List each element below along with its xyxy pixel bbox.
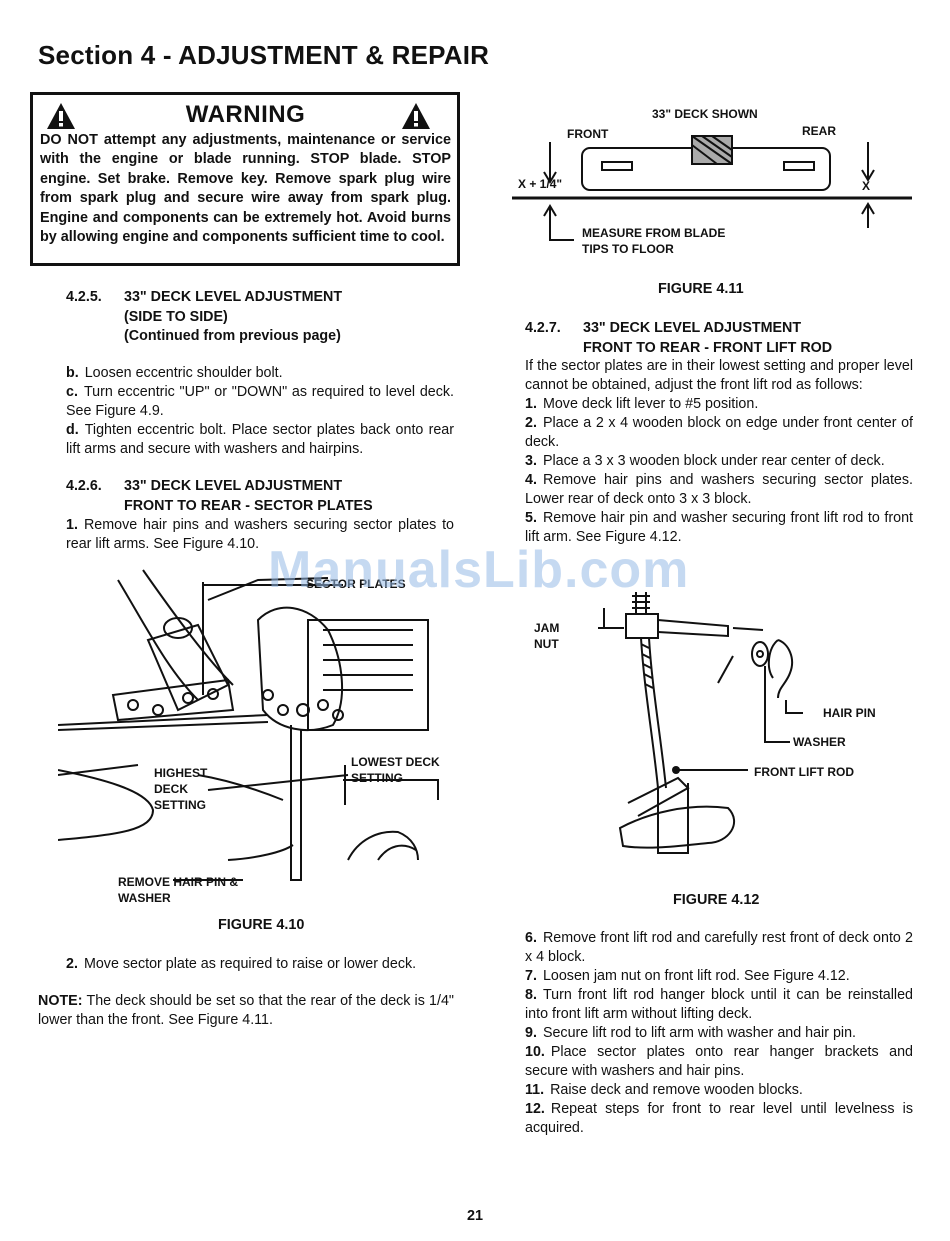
note-label: NOTE: <box>38 993 83 1009</box>
section-4-2-7-intro: If the sector plates are in their lowest… <box>525 358 913 393</box>
section-4-2-7-steps-continued: 6.Remove front lift rod and carefully re… <box>525 929 913 1138</box>
label-jam: JAM <box>534 621 559 635</box>
figure-4-10-caption: FIGURE 4.10 <box>218 917 305 933</box>
note-paragraph: NOTE:The deck should be set so that the … <box>38 992 454 1030</box>
warning-box: WARNING DO NOT attempt any adjustments, … <box>30 92 460 266</box>
step-d: d.Tighten eccentric bolt. Place sector p… <box>66 422 454 457</box>
warning-text: DO NOT attempt any adjustments, maintena… <box>40 132 451 246</box>
warning-triangle-icon <box>47 103 75 129</box>
warning-triangle-icon <box>402 103 430 129</box>
label-remove-washer: WASHER <box>118 891 171 905</box>
label-sector-plates: SECTOR PLATES <box>306 577 406 591</box>
section-number: 4.2.5. <box>66 289 102 305</box>
label-lowest-setting: SETTING <box>351 771 403 785</box>
step-7: 7.Loosen jam nut on front lift rod. See … <box>525 968 850 984</box>
label-highest: HIGHEST <box>154 766 208 780</box>
section-title: 33" DECK LEVEL ADJUSTMENT <box>124 289 343 305</box>
section-number: 4.2.7. <box>525 320 561 336</box>
section-4-2-6-heading: 4.2.6. 33" DECK LEVEL ADJUSTMENT FRONT TO… <box>66 477 456 516</box>
section-subtitle: FRONT TO REAR - FRONT LIFT ROD <box>583 339 833 356</box>
figure-4-10-diagram: SECTOR PLATES HIGHEST DECK SETTING LOWES… <box>58 569 440 905</box>
label-33-deck-shown: 33" DECK SHOWN <box>652 107 758 121</box>
section-4-2-6-step-1: 1.Remove hair pins and washers securing … <box>66 517 454 552</box>
step-5: 5.Remove hair pin and washer securing fr… <box>525 510 913 545</box>
section-subtitle: (Continued from previous page) <box>124 328 341 344</box>
step-1: 1.Move deck lift lever to #5 position. <box>525 396 759 412</box>
label-rear: REAR <box>802 124 836 138</box>
figure-4-11-diagram: 33" DECK SHOWN FRONT REAR X + 1/4" X MEA… <box>512 107 912 256</box>
page-title: Section 4 - ADJUSTMENT & REPAIR <box>38 40 490 70</box>
step-3: 3.Place a 3 x 3 wooden block under rear … <box>525 453 885 469</box>
section-4-2-5-steps: b.Loosen eccentric shoulder bolt. c.Turn… <box>66 364 454 459</box>
label-x: X <box>862 179 870 193</box>
step-b: b.Loosen eccentric shoulder bolt. <box>66 365 283 381</box>
figure-4-12-diagram: JAM NUT HAIR PIN WASHER FRONT LIFT ROD <box>534 592 876 854</box>
label-hair-pin: HAIR PIN <box>823 706 876 720</box>
figure-4-11-caption: FIGURE 4.11 <box>658 281 744 297</box>
step-11: 11.Raise deck and remove wooden blocks. <box>525 1082 803 1098</box>
label-measure: MEASURE FROM BLADE <box>582 226 725 240</box>
label-blade-tips: TIPS TO FLOOR <box>582 242 674 256</box>
step-4: 4.Remove hair pins and washers securing … <box>525 472 913 507</box>
step-12: 12.Repeat steps for front to rear level … <box>525 1101 913 1136</box>
section-title: 33" DECK LEVEL ADJUSTMENT <box>583 320 802 336</box>
section-subtitle: FRONT TO REAR - SECTOR PLATES <box>124 497 373 514</box>
label-washer: WASHER <box>793 735 846 749</box>
step-8: 8.Turn front lift rod hanger block until… <box>525 987 913 1022</box>
note-text: The deck should be set so that the rear … <box>38 993 454 1028</box>
step-c: c.Turn eccentric "UP" or "DOWN" as requi… <box>66 384 454 419</box>
section-4-2-5-heading: 4.2.5. 33" DECK LEVEL ADJUSTMENT (SIDE TO… <box>66 288 456 347</box>
label-front-lift-rod: FRONT LIFT ROD <box>754 765 854 779</box>
page-number: 21 <box>466 1208 483 1224</box>
section-4-2-7-intro-and-steps: If the sector plates are in their lowest… <box>525 357 913 547</box>
step-9: 9.Secure lift rod to lift arm with washe… <box>525 1025 857 1041</box>
label-remove-hair-pin: REMOVE HAIR PIN & <box>118 875 238 889</box>
section-title: 33" DECK LEVEL ADJUSTMENT <box>124 478 343 494</box>
warning-header: WARNING <box>40 99 451 131</box>
label-nut: NUT <box>534 637 559 651</box>
step-10: 10.Place sector plates onto rear hanger … <box>525 1044 913 1079</box>
section-4-2-7-heading: 4.2.7. 33" DECK LEVEL ADJUSTMENT FRONT TO… <box>525 319 920 358</box>
label-setting: SETTING <box>154 798 206 812</box>
section-subtitle: (SIDE TO SIDE) <box>124 308 228 325</box>
label-x-plus-quarter: X + 1/4" <box>518 177 562 191</box>
section-number: 4.2.6. <box>66 478 102 494</box>
watermark: ManualsLib.com <box>268 541 690 599</box>
label-lowest-deck: LOWEST DECK <box>351 755 440 769</box>
section-4-2-6-step-2: 2.Move sector plate as required to raise… <box>66 956 417 972</box>
label-deck: DECK <box>154 782 188 796</box>
figure-4-12-caption: FIGURE 4.12 <box>673 892 760 908</box>
label-front: FRONT <box>567 127 609 141</box>
warning-heading: WARNING <box>185 101 306 128</box>
step-2: 2.Place a 2 x 4 wooden block on edge und… <box>525 415 913 450</box>
step-6: 6.Remove front lift rod and carefully re… <box>525 930 913 965</box>
